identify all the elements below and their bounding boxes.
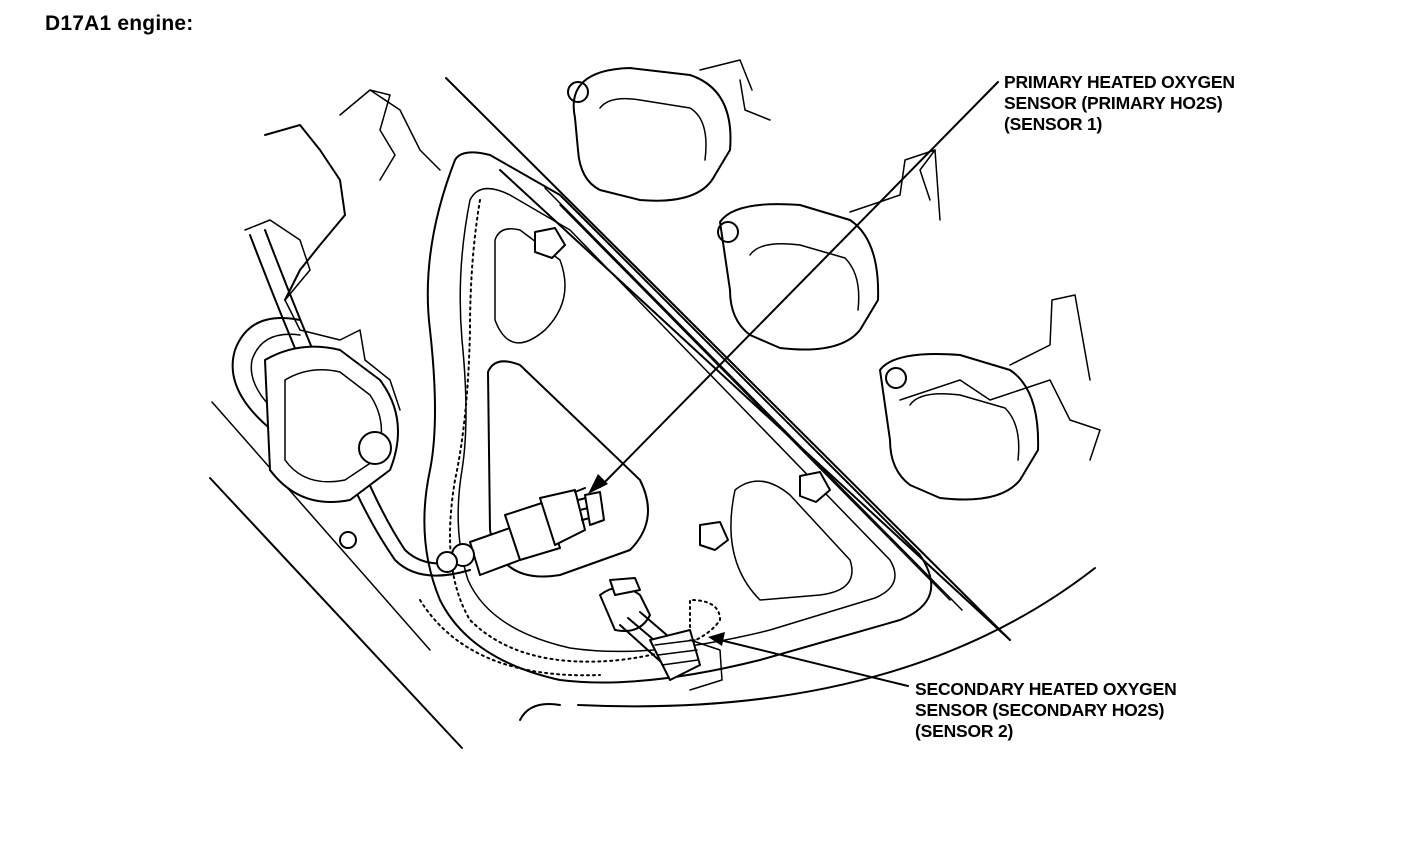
ignition-coil-2 xyxy=(717,149,941,351)
flange-bolt-left-small xyxy=(339,531,357,549)
secondary-heated-oxygen-sensor xyxy=(599,577,701,681)
primary-ho2s-label-line2: SENSOR (PRIMARY HO2S) xyxy=(1004,93,1223,113)
view-boundary-arc xyxy=(577,567,1096,708)
view-boundary-left-2 xyxy=(211,401,431,651)
manifold-runner-dotted xyxy=(419,599,601,677)
manifold-nut-3 xyxy=(699,521,729,551)
primary-ho2s-label-line3: (SENSOR 1) xyxy=(1004,114,1103,134)
secondary-ho2s-label-line2: SENSOR (SECONDARY HO2S) xyxy=(915,700,1165,720)
page-title: D17A1 engine: xyxy=(45,12,194,35)
cylinder-head-edge-4 xyxy=(559,204,951,601)
leader-line-primary xyxy=(599,81,999,488)
secondary-ho2s-label-line3: (SENSOR 2) xyxy=(915,721,1014,741)
primary-heated-oxygen-sensor xyxy=(436,487,605,576)
lower-pipe-curve xyxy=(519,703,561,721)
wiring-loop xyxy=(231,317,301,451)
engine-block-right-1 xyxy=(899,379,1101,461)
primary-ho2s-label-line1: PRIMARY HEATED OXYGEN xyxy=(1004,72,1235,92)
exhaust-manifold-inner xyxy=(457,187,896,653)
engine-left-detail-2 xyxy=(369,89,441,171)
manifold-nut-2 xyxy=(799,471,831,503)
manifold-window-3 xyxy=(730,480,853,601)
engine-block-right-3 xyxy=(919,149,936,201)
engine-left-bracket-2 xyxy=(339,89,396,181)
ignition-coil-1 xyxy=(567,59,753,202)
leader-line-secondary xyxy=(719,639,909,687)
pipe-flange-left xyxy=(264,345,399,503)
lower-bracket xyxy=(689,639,723,691)
leader-arrow-secondary xyxy=(708,632,725,646)
engine-block-right-2 xyxy=(739,79,771,121)
manifold-window-1 xyxy=(494,228,566,344)
manifold-heat-shield-dotted xyxy=(449,199,722,663)
leader-arrow-primary xyxy=(588,474,608,494)
flange-bolt-left xyxy=(358,431,392,465)
cylinder-head-edge-1 xyxy=(445,77,1011,641)
secondary-ho2s-label-line1: SECONDARY HEATED OXYGEN xyxy=(915,679,1177,699)
engine-left-bracket xyxy=(264,124,346,301)
exhaust-manifold-outline xyxy=(423,151,933,684)
cylinder-head-edge-3 xyxy=(544,187,963,611)
ignition-coil-3 xyxy=(879,294,1091,501)
secondary-ho2s-callout: SECONDARY HEATED OXYGEN SENSOR (SECONDAR… xyxy=(915,679,1177,742)
view-boundary-left xyxy=(209,477,463,749)
manifold-nut-1 xyxy=(534,227,566,259)
engine-left-detail-1 xyxy=(244,219,401,411)
primary-ho2s-callout: PRIMARY HEATED OXYGEN SENSOR (PRIMARY HO… xyxy=(1004,72,1235,135)
